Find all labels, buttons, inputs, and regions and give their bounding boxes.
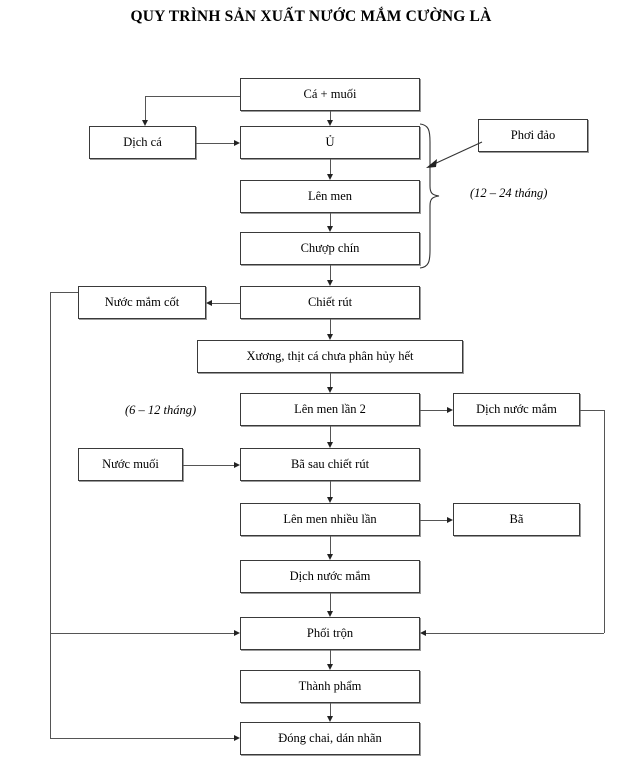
node-nuoc-mam-cot: Nước mắm cốt (78, 286, 206, 319)
arrowhead-into-u (326, 120, 333, 126)
node-len-men-lan-2: Lên men lần 2 (240, 393, 420, 426)
arrowhead-into-len-men-nhieu-lan (326, 497, 333, 503)
annotation-duration-mid: (6 – 12 tháng) (125, 403, 197, 417)
connector-lenmenlan2-to-basauchietrut (330, 426, 331, 442)
node-chiet-rut: Chiết rút (240, 286, 420, 319)
connector-basauchietrut-to-lenmennhieulan (330, 481, 331, 497)
arrowhead-into-len-men (326, 174, 333, 180)
connector-thanhpham-to-dongchai (330, 703, 331, 716)
connector-dichnuocmam2-to-phoitron (330, 593, 331, 611)
node-len-men-nhieu-lan: Lên men nhiều lần (240, 503, 420, 536)
node-dong-chai: Đóng chai, dán nhãn (240, 722, 420, 755)
arrowhead-into-dich-nuoc-mam-1 (447, 406, 453, 413)
node-dich-ca: Dịch cá (89, 126, 196, 159)
connector-lenmennhieulan-to-dichnuocmam2 (330, 536, 331, 554)
arrowhead-into-ba-sau-chiet-rut (326, 442, 333, 448)
connector-chietrut-to-nuocmamcot (212, 303, 240, 304)
node-dich-nuoc-mam-2: Dịch nước mắm (240, 560, 420, 593)
connector-dichca-to-u (196, 143, 234, 144)
page-title: QUY TRÌNH SẢN XUẤT NƯỚC MẮM CƯỜNG LÀ (130, 8, 492, 25)
arrowhead-into-dich-nuoc-mam-2 (326, 554, 333, 560)
node-len-men: Lên men (240, 180, 420, 213)
arrowhead-into-u-left (234, 139, 240, 146)
arrowhead-into-phoi-tron (326, 611, 333, 617)
node-u: Ủ (240, 126, 420, 159)
arrowhead-into-phoi-tron-right (420, 629, 426, 636)
arrowhead-into-len-men-lan-2 (326, 387, 333, 393)
connector-nuocmamcot-to-leftbus (50, 292, 78, 293)
connector-phoidao-to-brace (426, 141, 483, 168)
connector-chuopchin-to-chietrut (330, 265, 331, 280)
arrowhead-into-xuong-thit (326, 334, 333, 340)
node-ba-sau-chiet-rut: Bã sau chiết rút (240, 448, 420, 481)
connector-lenmennhieulan-to-ba (420, 520, 447, 521)
node-chuop-chin: Chượp chín (240, 232, 420, 265)
connector-nuocmuoi-to-basauchietrut (183, 465, 234, 466)
node-xuong-thit: Xương, thịt cá chưa phân hủy hết (197, 340, 463, 373)
connector-xuongthit-to-lenmenlan2 (330, 373, 331, 387)
node-thanh-pham: Thành phẩm (240, 670, 420, 703)
connector-camuoi-to-dichca-h (145, 96, 240, 97)
arrowhead-into-ba (447, 516, 453, 523)
annotation-duration-top: (12 – 24 tháng) (470, 186, 548, 200)
connector-leftbus-to-phoitron (50, 633, 234, 634)
node-ba: Bã (453, 503, 580, 536)
curly-brace-top (419, 123, 440, 269)
node-dich-nuoc-mam-1: Dịch nước mắm (453, 393, 580, 426)
arrowhead-into-ba-sau-chiet-rut-left (234, 461, 240, 468)
connector-camuoi-to-dichca-v (145, 96, 146, 120)
connector-rightbus-to-phoitron (426, 633, 604, 634)
arrowhead-into-dong-chai (326, 716, 333, 722)
connector-u-to-lenmen (330, 159, 331, 174)
node-phoi-tron: Phối trộn (240, 617, 420, 650)
connector-dichnuocmam-to-rightbus (580, 410, 604, 411)
left-return-bus (50, 292, 51, 738)
connector-phoitron-to-thanhpham (330, 650, 331, 664)
arrowhead-into-chuop-chin (326, 226, 333, 232)
connector-lenmen-to-chuopchin (330, 213, 331, 226)
arrowhead-into-dong-chai-left (234, 734, 240, 741)
arrowhead-into-nuoc-mam-cot (206, 299, 212, 306)
arrowhead-into-dich-ca (141, 120, 148, 126)
connector-camuoi-to-u (330, 111, 331, 120)
arrowhead-into-chiet-rut (326, 280, 333, 286)
arrowhead-into-thanh-pham (326, 664, 333, 670)
node-phoi-dao: Phơi đảo (478, 119, 588, 152)
right-return-bus (604, 410, 605, 633)
connector-chietrut-to-xuongthit (330, 319, 331, 334)
node-ca-muoi: Cá + muối (240, 78, 420, 111)
node-nuoc-muoi: Nước muối (78, 448, 183, 481)
arrowhead-into-phoi-tron-left (234, 629, 240, 636)
connector-leftbus-to-dongchai (50, 738, 234, 739)
connector-lenmenlan2-to-dichnuocmam (420, 410, 447, 411)
